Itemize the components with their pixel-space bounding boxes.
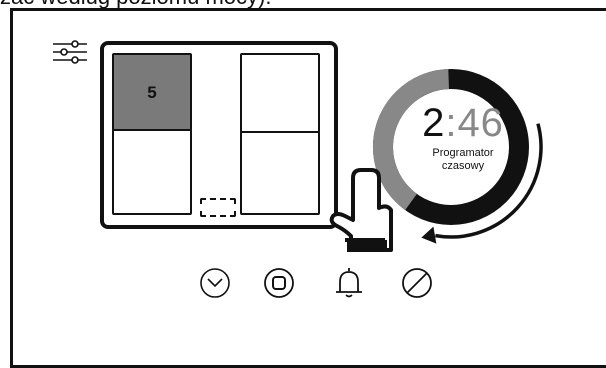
control-panel: 5 2:46 Programator czasowy [10, 8, 606, 368]
stop-icon [261, 265, 297, 301]
timer-label: Programator czasowy [398, 147, 528, 173]
timer-label-line2: czasowy [398, 160, 528, 173]
bell-icon [331, 265, 367, 301]
timer-display: 2:46 Programator czasowy [398, 103, 528, 173]
arrow-head-icon [421, 227, 436, 244]
instruction-caption: zać według poziomu mocy). [0, 0, 271, 8]
timer-hours: 2 [422, 101, 445, 145]
zone-bottom-left[interactable] [112, 129, 192, 215]
sliders-icon [51, 37, 89, 67]
timer-time: 2:46 [398, 103, 528, 143]
timer-minutes: 46 [457, 101, 504, 145]
cooktop-zones: 5 [100, 41, 338, 229]
prohibited-icon [399, 265, 435, 301]
zone-bridge-indicator[interactable] [200, 198, 236, 217]
zone-top-right[interactable] [240, 53, 320, 133]
settings-button[interactable] [51, 37, 89, 67]
bottom-controls [13, 265, 606, 305]
stop-control[interactable] [261, 265, 297, 301]
zone-top-left[interactable]: 5 [112, 53, 192, 131]
bell-control[interactable] [331, 265, 367, 301]
clock-icon [197, 265, 233, 301]
touch-hand-icon [329, 164, 399, 254]
timer-label-line1: Programator [398, 147, 528, 160]
timer-control[interactable] [197, 265, 233, 301]
timer-separator: : [445, 101, 457, 145]
block-control[interactable] [399, 265, 435, 301]
zone-power-level: 5 [114, 83, 190, 103]
zone-bottom-right[interactable] [240, 131, 320, 215]
